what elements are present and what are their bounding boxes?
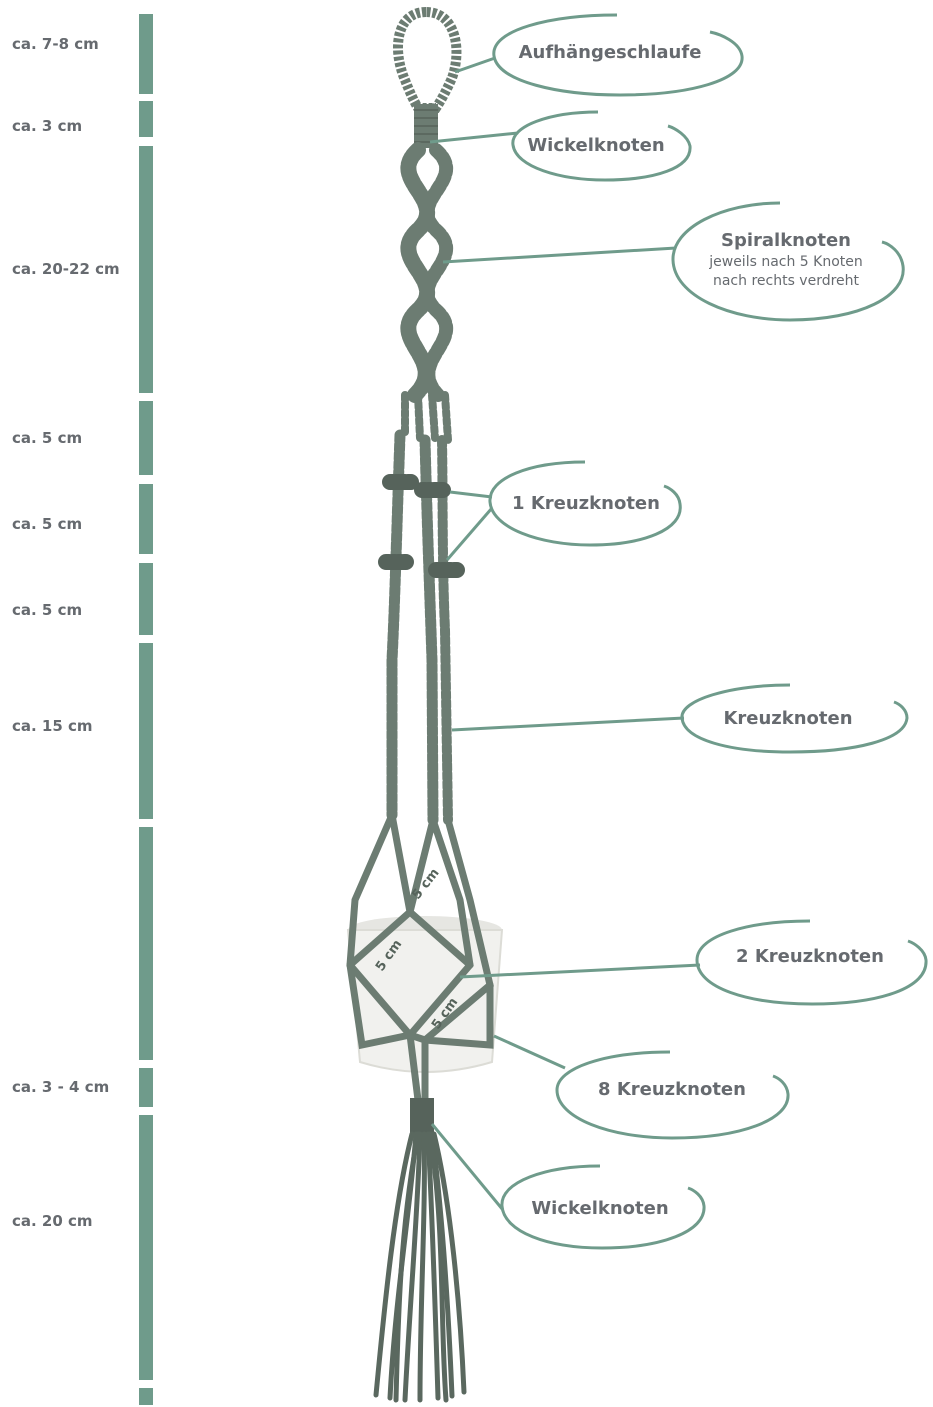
cords: [386, 435, 458, 820]
spiral-section: [405, 150, 448, 440]
callout-title: Wickelknoten: [531, 1198, 668, 1219]
callout-kreuzknoten: Kreuzknoten: [682, 685, 907, 752]
callout-subtitle: nach rechts verdreht: [713, 273, 860, 289]
hanging-loop: [398, 12, 456, 108]
callout-title: Aufhängeschlaufe: [519, 42, 702, 63]
callout-2-kreuzknoten: 2 Kreuzknoten: [697, 921, 926, 1004]
callout-1-kreuzknoten: 1 Kreuzknoten: [490, 462, 680, 545]
callout-title: Wickelknoten: [527, 135, 664, 156]
callout-title: 2 Kreuzknoten: [736, 946, 884, 967]
callout-title: Kreuzknoten: [723, 708, 852, 729]
tassel: [376, 1134, 464, 1400]
bottom-wrap-knot: [410, 1098, 434, 1134]
callout-spiralknoten: Spiralknoten jeweils nach 5 Knoten nach …: [673, 203, 903, 320]
callout-title: 8 Kreuzknoten: [598, 1079, 746, 1100]
callout-aufhaengeschlaufe: Aufhängeschlaufe: [494, 15, 742, 95]
callout-title: Spiralknoten: [721, 230, 851, 251]
callout-subtitle: jeweils nach 5 Knoten: [708, 254, 863, 270]
callout-wickelknoten-top: Wickelknoten: [513, 112, 690, 180]
callout-title: 1 Kreuzknoten: [512, 493, 660, 514]
callout-wickelknoten-bottom: Wickelknoten: [502, 1166, 704, 1248]
callout-8-kreuzknoten: 8 Kreuzknoten: [557, 1052, 788, 1138]
